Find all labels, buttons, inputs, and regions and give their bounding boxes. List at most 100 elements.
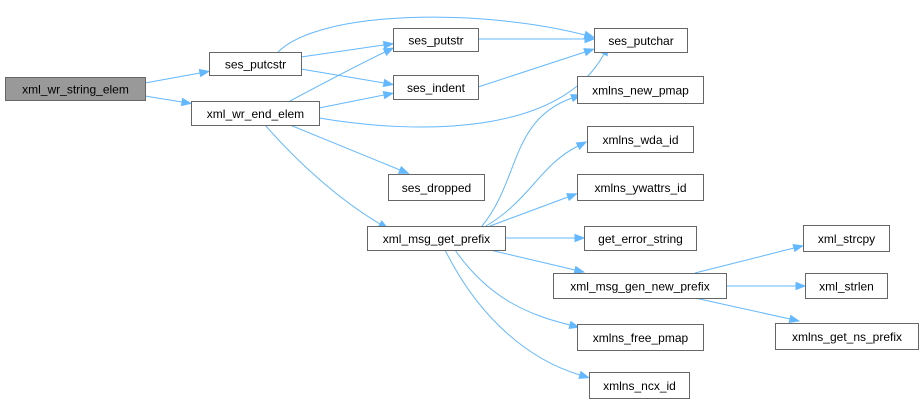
edges-layer [144, 16, 807, 379]
edge-ses_putstr-to-ses_putchar [478, 34, 596, 44]
node-label[interactable]: xml_strcpy [818, 232, 875, 246]
node-xml-strlen[interactable]: xml_strlen [805, 273, 888, 299]
arrowhead-icon [573, 265, 586, 275]
node-ses-dropped[interactable]: ses_dropped [388, 174, 485, 201]
edge-line [489, 249, 576, 271]
node-label[interactable]: ses_putstr [408, 34, 463, 48]
node-label[interactable]: xmlns_new_pmap [592, 84, 689, 98]
edge-line [300, 44, 385, 58]
edge-xml_msg_get_prefix-to-xml_msg_gen_new_prefix [489, 249, 586, 275]
arrowhead-icon [578, 370, 590, 379]
edge-ses_putcstr-to-ses_putstr [300, 40, 395, 58]
edge-ses_indent-to-ses_putchar [477, 48, 595, 88]
edge-line [289, 51, 386, 102]
node-box[interactable] [367, 226, 506, 251]
node-xmlns-wda-id[interactable]: xmlns_wda_id [587, 126, 694, 153]
node-box[interactable] [587, 126, 694, 153]
node-label[interactable]: xml_strlen [819, 280, 874, 294]
node-label[interactable]: ses_putcstr [225, 58, 286, 72]
node-ses-indent[interactable]: ses_indent [393, 75, 479, 100]
node-xmlns-new-pmap[interactable]: xmlns_new_pmap [577, 76, 704, 104]
edge-line [477, 51, 586, 88]
edge-xml_msg_get_prefix-to-xmlns_ywattrs_id [489, 193, 578, 227]
edge-line [264, 124, 381, 225]
node-label[interactable]: xml_msg_get_prefix [383, 232, 490, 246]
arrowhead-icon [382, 78, 395, 88]
node-ses-putstr[interactable]: ses_putstr [393, 28, 479, 52]
arrowhead-icon [382, 47, 395, 57]
arrowhead-icon [788, 314, 801, 324]
edge-line [481, 97, 573, 227]
arrowhead-icon [382, 40, 395, 50]
edge-xml_msg_gen_new_prefix-to-xmlns_get_ns_prefix [694, 297, 801, 324]
edge-line [489, 196, 569, 227]
nodes-layer: xml_wr_string_elem ses_putcstr xml_wr_end_… [5, 28, 919, 399]
arrowhead-icon [568, 320, 581, 329]
node-box[interactable] [191, 101, 320, 126]
node-xml-msg-get-prefix[interactable]: xml_msg_get_prefix [367, 226, 506, 251]
edge-line [694, 247, 795, 274]
node-box[interactable] [805, 273, 888, 299]
node-box[interactable] [775, 323, 919, 350]
node-label[interactable]: xml_wr_string_elem [22, 83, 129, 97]
node-get-error-string[interactable]: get_error_string [584, 226, 697, 251]
node-label[interactable]: xmlns_get_ns_prefix [792, 330, 902, 344]
arrowhead-icon [566, 193, 578, 202]
edge-xml_msg_get_prefix-to-get_error_string [505, 233, 586, 243]
edge-xml_msg_get_prefix-to-xmlns_free_pmap [454, 249, 581, 329]
node-box[interactable] [388, 174, 485, 201]
node-label[interactable]: xml_msg_gen_new_prefix [570, 280, 709, 294]
node-xml-wr-string-elem[interactable]: xml_wr_string_elem [5, 77, 146, 101]
node-box[interactable] [594, 28, 688, 53]
edge-xml_msg_get_prefix-to-xmlns_wda_id [485, 141, 588, 227]
node-ses-putcstr[interactable]: ses_putcstr [209, 52, 302, 76]
edge-xml_wr_string_elem-to-ses_putcstr [144, 68, 211, 84]
node-box[interactable] [393, 28, 479, 52]
edge-xml_wr_end_elem-to-ses_dropped [289, 124, 410, 174]
node-label[interactable]: xmlns_wda_id [602, 133, 678, 147]
node-label[interactable]: ses_indent [407, 81, 466, 95]
node-label[interactable]: xml_wr_end_elem [207, 107, 304, 121]
edge-line [144, 95, 183, 103]
edge-xml_wr_end_elem-to-ses_indent [318, 90, 395, 109]
node-xmlns-ywattrs-id[interactable]: xmlns_ywattrs_id [577, 174, 704, 201]
node-xmlns-free-pmap[interactable]: xmlns_free_pmap [577, 324, 704, 351]
node-label[interactable]: xmlns_ncx_id [603, 379, 676, 393]
node-box[interactable] [393, 75, 479, 100]
arrowhead-icon [574, 233, 586, 243]
node-xmlns-get-ns-prefix[interactable]: xmlns_get_ns_prefix [775, 323, 919, 350]
edge-xml_wr_end_elem-to-xml_msg_get_prefix [264, 124, 389, 230]
node-box[interactable] [577, 174, 704, 201]
node-ses-putchar[interactable]: ses_putchar [594, 28, 688, 53]
node-box[interactable] [589, 372, 690, 399]
edge-xml_msg_get_prefix-to-xmlns_new_pmap [481, 94, 582, 227]
node-label[interactable]: ses_dropped [402, 181, 471, 195]
edge-line [694, 297, 791, 320]
node-box[interactable] [803, 225, 890, 252]
node-box[interactable] [5, 77, 146, 101]
node-xml-strcpy[interactable]: xml_strcpy [803, 225, 890, 252]
arrowhead-icon [795, 281, 807, 291]
edge-line [444, 249, 581, 376]
node-box[interactable] [577, 324, 704, 351]
node-box[interactable] [577, 76, 704, 104]
node-xml-msg-gen-new-prefix[interactable]: xml_msg_gen_new_prefix [553, 273, 727, 299]
node-box[interactable] [553, 273, 727, 299]
node-label[interactable]: xmlns_free_pmap [593, 331, 689, 345]
edge-line [485, 145, 579, 227]
node-xml-wr-end-elem[interactable]: xml_wr_end_elem [191, 101, 320, 126]
edge-line [318, 94, 385, 109]
node-xmlns-ncx-id[interactable]: xmlns_ncx_id [589, 372, 690, 399]
node-label[interactable]: ses_putchar [608, 34, 673, 48]
arrowhead-icon [583, 48, 595, 57]
edge-xml_wr_end_elem-to-ses_putstr [289, 47, 395, 102]
arrowhead-icon [575, 141, 588, 151]
arrowhead-icon [198, 68, 211, 78]
edge-ses_putcstr-to-ses_indent [300, 68, 395, 88]
node-box[interactable] [584, 226, 697, 251]
node-label[interactable]: xmlns_ywattrs_id [594, 181, 686, 195]
edge-xml_msg_gen_new_prefix-to-xml_strlen [726, 281, 807, 291]
node-box[interactable] [209, 52, 302, 76]
edge-xml_msg_get_prefix-to-xmlns_ncx_id [444, 249, 590, 379]
node-label[interactable]: get_error_string [598, 232, 683, 246]
